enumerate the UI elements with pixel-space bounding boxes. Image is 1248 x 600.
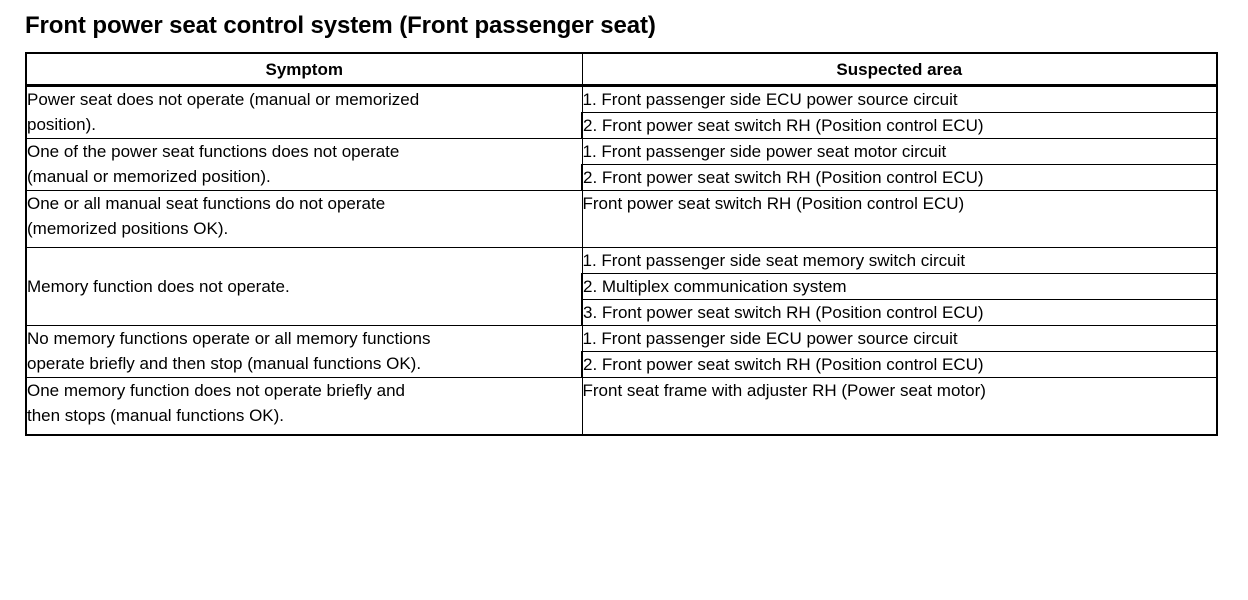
suspected-area-cell: 2. Multiplex communication system (581, 273, 1218, 300)
suspected-area-cell: 1. Front passenger side ECU power source… (581, 86, 1218, 113)
column-header-symptom: Symptom (25, 52, 583, 87)
symptom-suspected-area-table: Symptom Suspected area Power seat does n… (25, 52, 1218, 436)
suspected-area-cell: 2. Front power seat switch RH (Position … (581, 112, 1218, 139)
table-row: 3. Front power seat switch RH (Position … (26, 299, 1218, 326)
symptom-cell: One or all manual seat functions do not … (25, 190, 583, 248)
suspected-area-cell: 1. Front passenger side power seat motor… (581, 138, 1218, 165)
table-row: One memory function does not operate bri… (25, 377, 1218, 436)
suspected-area-cell: 1. Front passenger side ECU power source… (581, 325, 1218, 352)
symptom-text-line: One or all manual seat functions do not … (27, 194, 386, 213)
symptom-cell: No memory functions operate or all memor… (25, 325, 583, 378)
table-row: 2. Front power seat switch RH (Position … (26, 164, 1218, 191)
column-header-suspected-area: Suspected area (581, 52, 1218, 87)
suspected-area-cell: 3. Front power seat switch RH (Position … (581, 299, 1218, 326)
table-row: One of the power seat functions does not… (25, 138, 1218, 191)
table-body: Power seat does not operate (manual or m… (25, 86, 1218, 436)
symptom-text-line: operate briefly and then stop (manual fu… (27, 354, 422, 373)
symptom-text-line: No memory functions operate or all memor… (27, 329, 431, 348)
table-row: Memory function does not operate. 1. Fro… (25, 247, 1218, 326)
symptom-text-line: Memory function does not operate. (27, 277, 290, 296)
suspected-area-cell: 2. Front power seat switch RH (Position … (581, 351, 1218, 378)
suspected-area-cell: 1. Front passenger side seat memory swit… (581, 247, 1218, 274)
symptom-text-line: Power seat does not operate (manual or m… (27, 90, 420, 109)
table-header-row: Symptom Suspected area (25, 52, 1218, 87)
symptom-text-line: One of the power seat functions does not… (27, 142, 400, 161)
table-row: 2. Front power seat switch RH (Position … (26, 112, 1218, 139)
page-title: Front power seat control system (Front p… (25, 12, 656, 39)
symptom-text-line: One memory function does not operate bri… (27, 381, 405, 400)
symptom-text-line: (manual or memorized position). (27, 167, 271, 186)
symptom-cell: Memory function does not operate. (25, 247, 583, 326)
table-row: No memory functions operate or all memor… (25, 325, 1218, 378)
symptom-cell: One memory function does not operate bri… (25, 377, 583, 436)
symptom-cell: One of the power seat functions does not… (25, 138, 583, 191)
table-row: Power seat does not operate (manual or m… (25, 86, 1218, 139)
symptom-text-line: (memorized positions OK). (27, 219, 229, 238)
table-row: 2. Front power seat switch RH (Position … (26, 351, 1218, 378)
table-row: One or all manual seat functions do not … (25, 190, 1218, 248)
symptom-cell: Power seat does not operate (manual or m… (25, 86, 583, 139)
suspected-area-cell: Front power seat switch RH (Position con… (581, 190, 1218, 248)
suspected-area-cell: 2. Front power seat switch RH (Position … (581, 164, 1218, 191)
suspected-area-cell: Front seat frame with adjuster RH (Power… (581, 377, 1218, 436)
symptom-text-line: then stops (manual functions OK). (27, 406, 285, 425)
symptom-text-line: position). (27, 115, 96, 134)
